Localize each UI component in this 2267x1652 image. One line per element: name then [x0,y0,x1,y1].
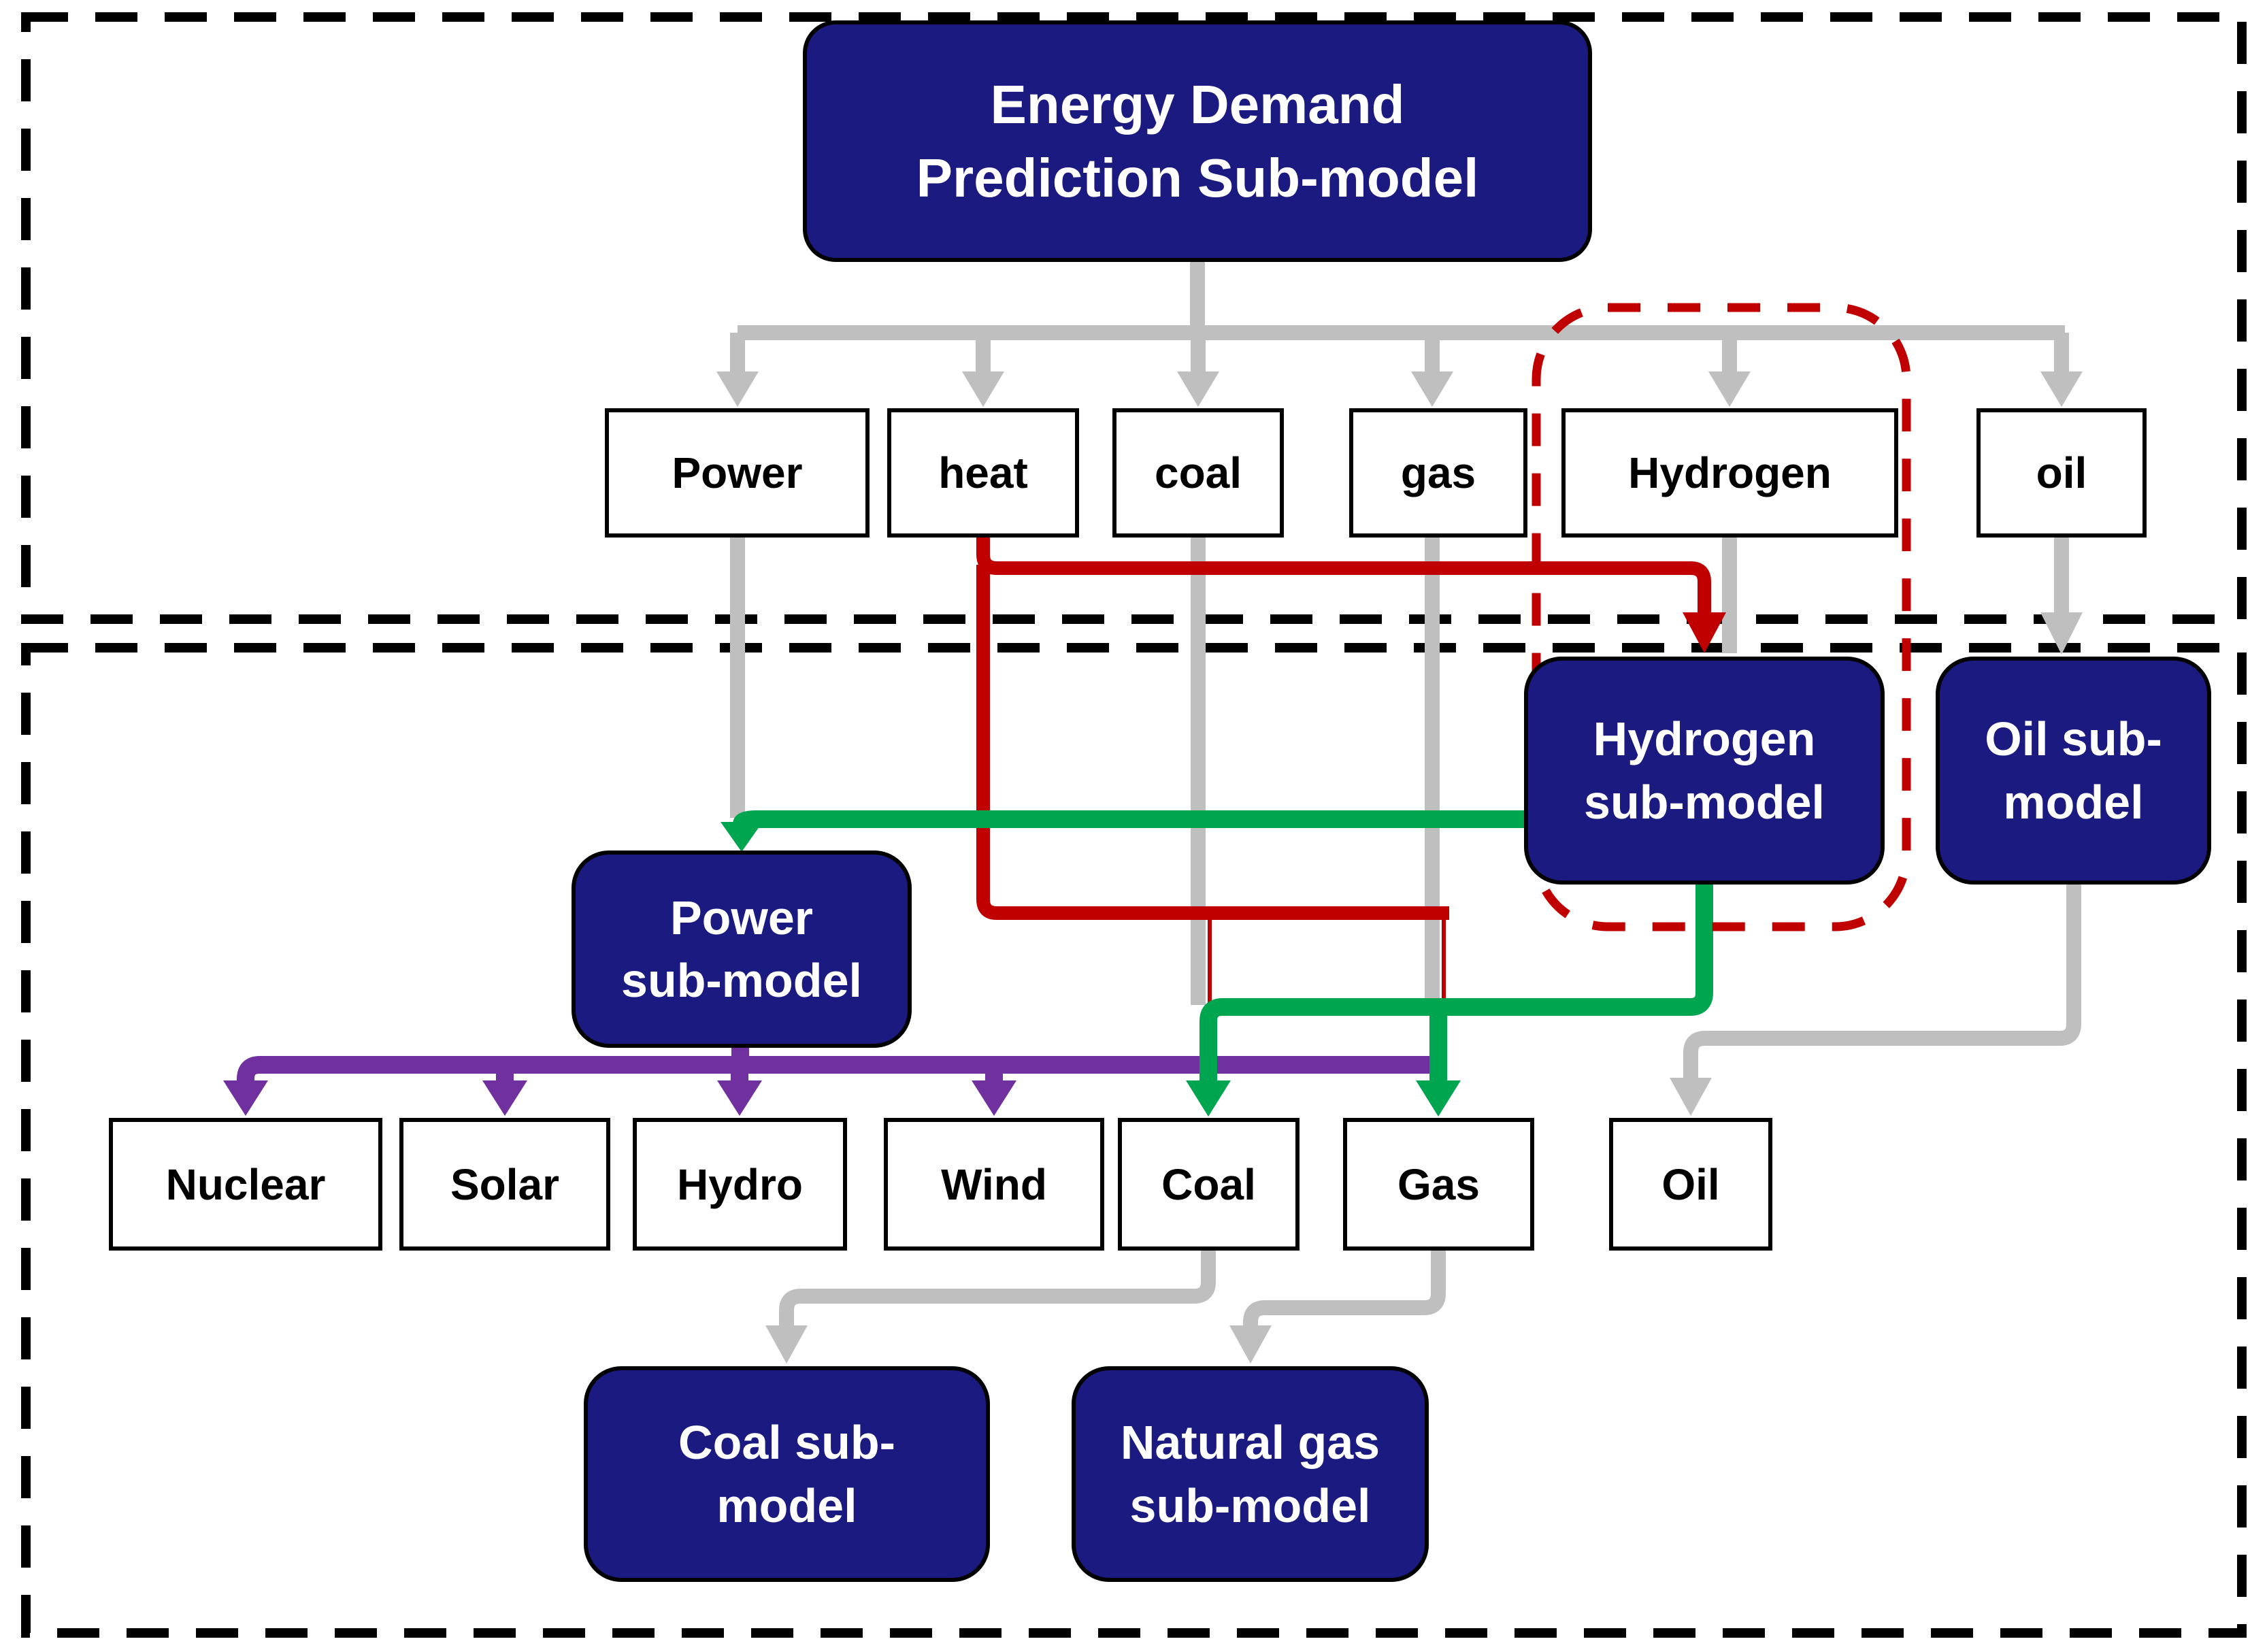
arrow-into-gas-source [1416,1080,1461,1117]
connector-power-source-bus [237,1056,1432,1088]
node-oil-submodel: Oil sub- model [1936,657,2211,885]
arrow-into-oil [2040,371,2083,407]
arrow-into-oil-source [1670,1078,1712,1116]
hydrogen-highlight-dashed-outline [1532,303,1911,931]
node-label: oil [2036,448,2087,497]
connector-oilsub-to-oil-source [1683,881,2081,1080]
node-source-nuclear: Nuclear [109,1118,382,1251]
node-label: Hydrogen [1628,448,1832,497]
arrow-into-power [716,371,759,407]
node-label-line: Prediction Sub-model [916,147,1479,208]
node-label-line: Power [669,891,814,944]
node-energy-demand-prediction-submodel: Energy Demand Prediction Sub-model [803,20,1592,262]
node-label-line: sub-model [1129,1478,1371,1532]
node-label: Wind [941,1159,1047,1209]
node-label: Gas [1397,1159,1480,1209]
node-label: Coal [1161,1159,1256,1209]
node-demand-coal: coal [1112,408,1284,538]
connector-coal-to-coalsub [779,1251,1216,1328]
node-label-line: Natural gas [1120,1416,1380,1470]
connector-heat-to-hydrogensub [976,537,1711,615]
node-coal-submodel: Coal sub- model [584,1366,990,1582]
node-source-solar: Solar [399,1118,610,1251]
section-supply-dashed-border [21,643,2247,1638]
arrow-into-power-submodel [721,822,763,852]
node-label-line: model [2003,775,2144,829]
connector-heat-down-branch [976,565,1449,920]
arrow-into-nuclear [223,1080,268,1116]
arrow-into-oil-submodel [2040,612,2083,655]
connector-gas-to-ngsub [1243,1251,1446,1329]
connector-hydrogensub-to-powersub [733,810,1524,829]
node-label: Solar [450,1159,560,1209]
node-label: gas [1400,448,1476,497]
arrow-into-coal-submodel [765,1325,808,1364]
node-label: Hydro [677,1159,803,1209]
node-source-hydro: Hydro [633,1118,847,1251]
node-source-wind: Wind [884,1118,1104,1251]
node-source-coal: Coal [1118,1118,1300,1251]
node-demand-hydrogen: Hydrogen [1561,408,1898,538]
arrow-into-solar [482,1080,527,1116]
node-label-line: Energy Demand [990,73,1405,135]
node-label: coal [1154,448,1242,497]
connector-hydrogensub-to-coal-source [1199,881,1713,1083]
node-label: Nuclear [165,1159,326,1209]
node-naturalgas-submodel: Natural gas sub-model [1072,1366,1429,1582]
node-label-line: sub-model [1584,775,1825,829]
arrow-into-hydrogen-submodel [1683,612,1726,653]
node-demand-gas: gas [1349,408,1527,538]
arrow-into-naturalgas-submodel [1229,1325,1272,1364]
node-source-oil: Oil [1609,1118,1772,1251]
node-power-submodel: Power sub-model [572,850,912,1048]
node-demand-power: Power [605,408,870,538]
node-label-line: sub-model [621,954,862,1007]
node-label-line: model [716,1478,857,1532]
node-demand-oil: oil [1976,408,2147,538]
section-demand-dashed-border [21,12,2247,624]
node-label: Oil [1661,1159,1720,1209]
node-label-line: Hydrogen [1593,712,1816,766]
arrow-into-wind [972,1080,1016,1116]
arrow-into-hydrogen [1708,371,1751,407]
arrow-into-gas [1411,371,1453,407]
arrow-into-coal-source [1186,1080,1231,1117]
node-label: heat [938,448,1028,497]
node-label: Power [672,448,803,497]
arrow-into-coal [1177,371,1219,407]
node-hydrogen-submodel: Hydrogen sub-model [1524,657,1885,885]
arrow-into-heat [962,371,1004,407]
node-source-gas: Gas [1343,1118,1534,1251]
arrow-into-hydro [717,1080,762,1116]
node-demand-heat: heat [887,408,1079,538]
node-label-line: Coal sub- [678,1416,895,1470]
node-label-line: Oil sub- [1985,712,2162,766]
